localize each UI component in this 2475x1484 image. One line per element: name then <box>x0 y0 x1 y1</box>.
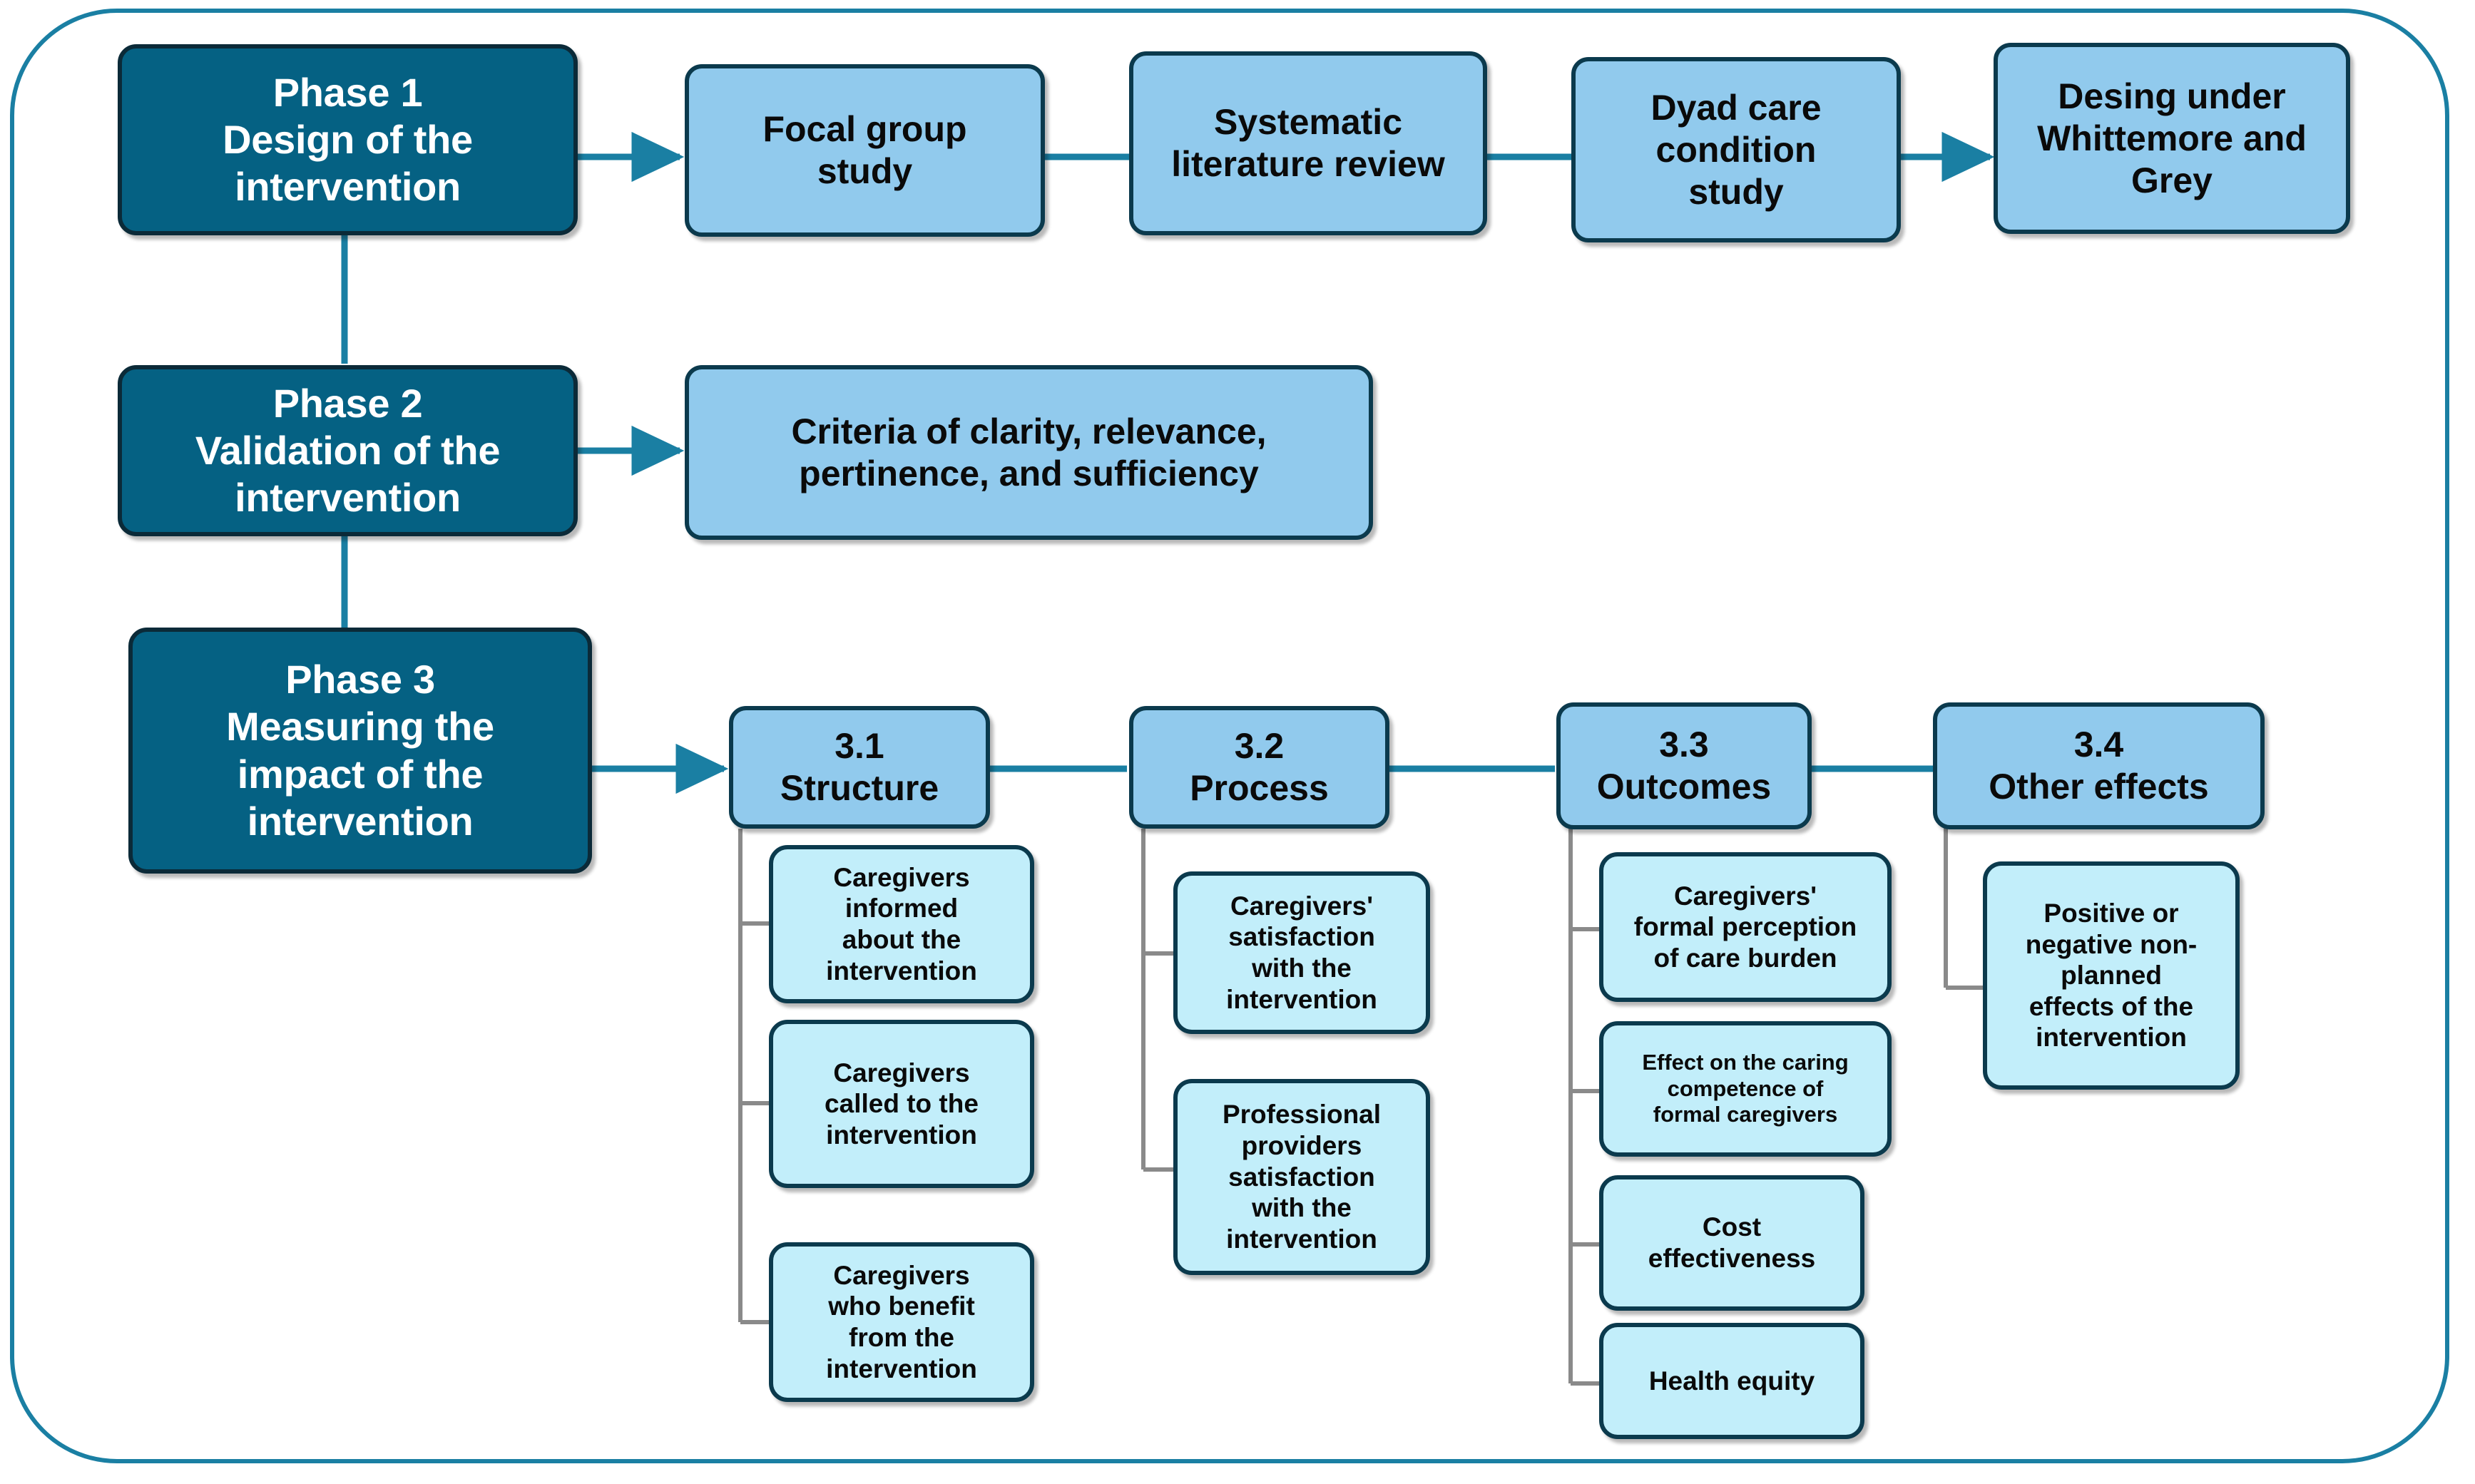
leaf-cost-effectiveness[interactable]: Cost effectiveness <box>1599 1175 1864 1311</box>
step-dyad-care-condition-study[interactable]: Dyad care condition study <box>1571 57 1901 242</box>
leaf-caregivers-informed[interactable]: Caregivers informed about the interventi… <box>769 845 1034 1003</box>
step-desing-under-whittemore-and-grey[interactable]: Desing under Whittemore and Grey <box>1994 43 2350 234</box>
leaf-caring-competence[interactable]: Effect on the caring competence of forma… <box>1599 1021 1892 1157</box>
phase-1-box[interactable]: Phase 1 Design of the intervention <box>118 44 578 235</box>
group-3-3-header[interactable]: 3.3 Outcomes <box>1556 702 1812 829</box>
group-3-1-header[interactable]: 3.1 Structure <box>729 706 990 829</box>
leaf-providers-satisfaction[interactable]: Professional providers satisfaction with… <box>1173 1079 1430 1275</box>
leaf-caregivers-benefit[interactable]: Caregivers who benefit from the interven… <box>769 1242 1034 1402</box>
diagram-outer-frame <box>10 9 2449 1463</box>
step-systematic-literature-review[interactable]: Systematic literature review <box>1129 51 1487 235</box>
leaf-health-equity[interactable]: Health equity <box>1599 1323 1864 1439</box>
group-3-4-header[interactable]: 3.4 Other effects <box>1933 702 2265 829</box>
phase-3-box[interactable]: Phase 3 Measuring the impact of the inte… <box>128 628 592 874</box>
leaf-non-planned-effects[interactable]: Positive or negative non- planned effect… <box>1983 861 2240 1090</box>
leaf-caregivers-called[interactable]: Caregivers called to the intervention <box>769 1020 1034 1188</box>
step-focal-group-study[interactable]: Focal group study <box>685 64 1045 237</box>
leaf-caregivers-satisfaction[interactable]: Caregivers' satisfaction with the interv… <box>1173 871 1430 1034</box>
phase-2-box[interactable]: Phase 2 Validation of the intervention <box>118 365 578 536</box>
step-criteria-clarity-relevance[interactable]: Criteria of clarity, relevance, pertinen… <box>685 365 1373 540</box>
group-3-2-header[interactable]: 3.2 Process <box>1129 706 1389 829</box>
leaf-care-burden-perception[interactable]: Caregivers' formal perception of care bu… <box>1599 852 1892 1002</box>
